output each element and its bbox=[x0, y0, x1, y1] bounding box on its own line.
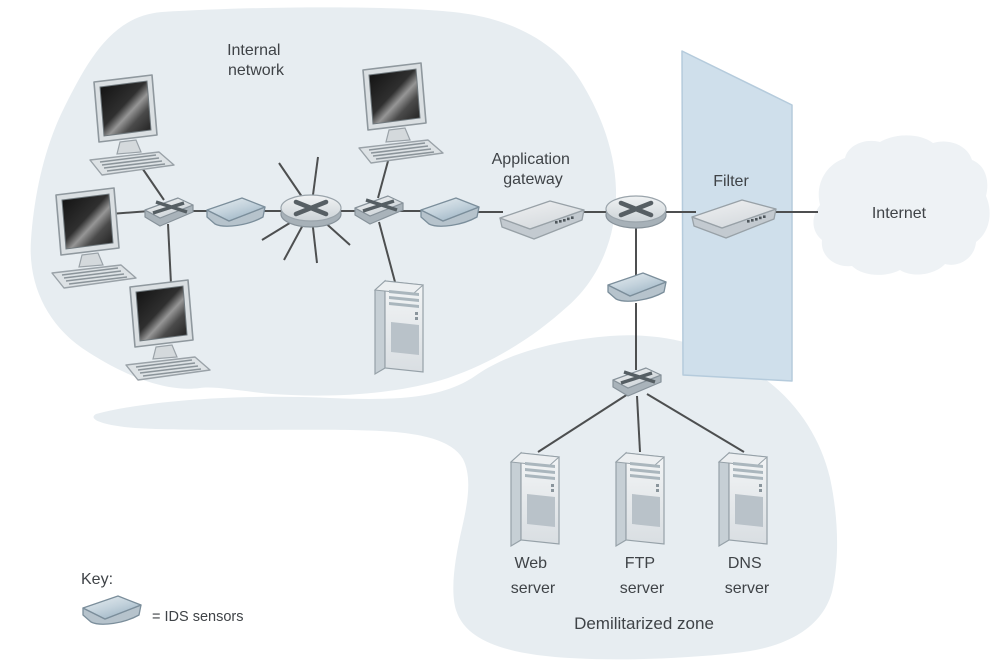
dns-server-icon bbox=[718, 452, 768, 547]
connection-line bbox=[636, 395, 641, 453]
dmz-label: Demilitarized zone bbox=[574, 614, 714, 633]
ids-sensor-icon bbox=[607, 272, 667, 302]
web-server-label: Web server bbox=[511, 555, 556, 597]
key-title: Key: bbox=[81, 571, 113, 588]
dns-server-label: DNS server bbox=[725, 555, 770, 597]
ftp-server-label: FTP server bbox=[620, 555, 665, 597]
application-gateway-label: Application gateway bbox=[492, 151, 575, 188]
connection-line bbox=[378, 221, 396, 283]
router-hub-icon bbox=[281, 195, 341, 227]
connection-lines bbox=[109, 149, 818, 453]
connection-line bbox=[167, 223, 172, 285]
router-icon bbox=[606, 196, 666, 228]
internet-cloud bbox=[813, 135, 990, 275]
internet-label: Internet bbox=[872, 205, 927, 222]
ids-sensor-key-icon bbox=[82, 595, 142, 625]
connection-line bbox=[646, 393, 745, 453]
web-server-icon bbox=[510, 452, 560, 547]
server-icon bbox=[374, 280, 424, 375]
key-legend: Key: = IDS sensors bbox=[81, 571, 243, 625]
connection-line bbox=[537, 393, 629, 453]
filter-label: Filter bbox=[713, 173, 749, 190]
ftp-server-icon bbox=[615, 452, 665, 547]
dmz-zone bbox=[93, 335, 838, 660]
key-ids-label: = IDS sensors bbox=[152, 609, 243, 625]
internal-network-label: Internal network bbox=[227, 42, 285, 79]
